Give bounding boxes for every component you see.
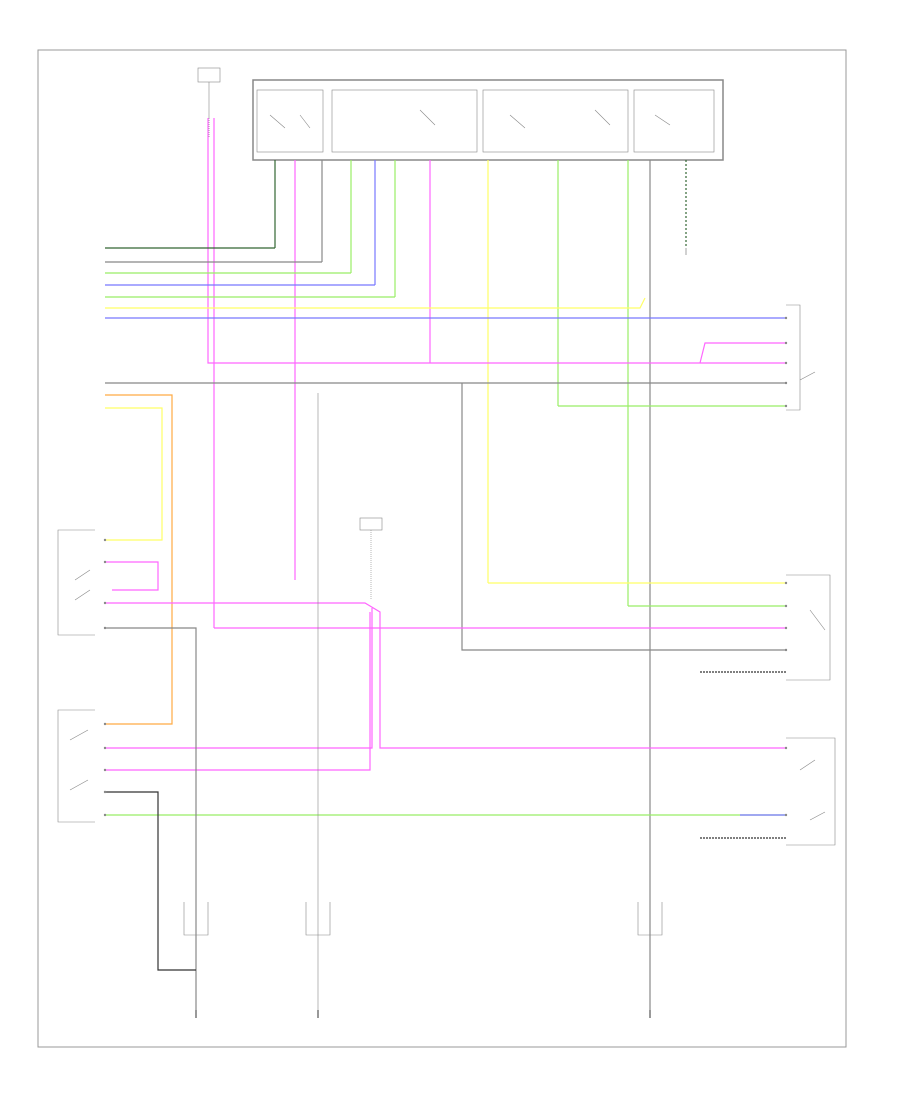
left-switch-bottom: [57, 709, 95, 823]
terminal-pins: [103, 316, 788, 817]
left-switch-top: [57, 529, 95, 636]
left-connector-buses: [105, 247, 786, 651]
fuse-block: [197, 67, 221, 138]
left-side-wires: [105, 393, 786, 1010]
main-switch-wires: [207, 118, 687, 1010]
right-switch-bottom: [786, 737, 836, 846]
diagram-frame: [37, 49, 847, 1048]
main-switch-housing: [252, 79, 724, 161]
buzzer: [359, 517, 383, 600]
right-switch-top: [786, 304, 816, 411]
bottom-connectors: [183, 902, 663, 1018]
right-side-wires: [488, 582, 786, 839]
right-switch-mid: [786, 574, 831, 681]
